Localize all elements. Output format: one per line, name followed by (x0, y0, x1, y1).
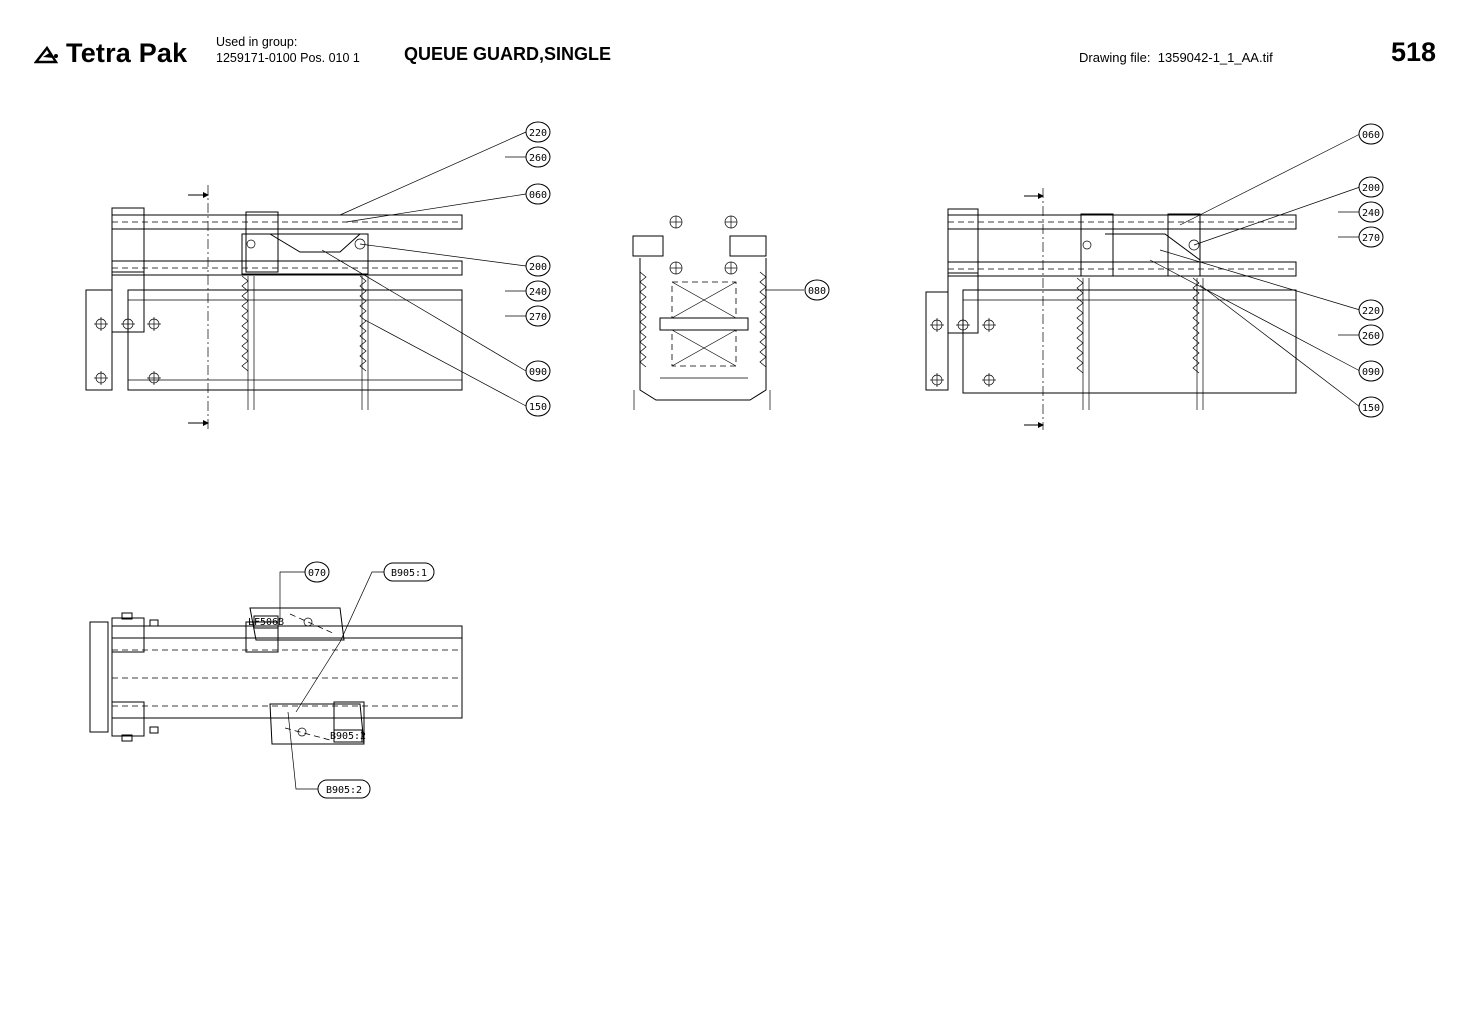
svg-text:270: 270 (529, 312, 547, 323)
end-view: 080 (632, 215, 830, 410)
balloon-150: 150 (525, 395, 551, 417)
svg-text:260: 260 (529, 153, 547, 164)
svg-text:080: 080 (808, 286, 826, 297)
page-title: QUEUE GUARD,SINGLE (404, 44, 612, 64)
drawing-file-value: 1359042-1_1_AA.tif (1157, 50, 1273, 65)
svg-text:200: 200 (1362, 183, 1380, 194)
inline-label-lf506b: LF506B (248, 617, 284, 628)
top-view: LF506B B905:2 070 B905:1 B905:2 (89, 561, 463, 799)
balloon-090: 090 (525, 360, 551, 382)
svg-text:090: 090 (1362, 367, 1380, 378)
brand-name: Tetra Pak (66, 38, 188, 68)
tetra-pak-logo-icon (34, 45, 59, 63)
used-in-group-value: 1259171-0100 Pos. 010 1 (216, 51, 360, 65)
svg-text:060: 060 (529, 190, 547, 201)
balloon-220: 220 (1358, 299, 1384, 321)
balloon-060: 060 (525, 183, 551, 205)
svg-text:220: 220 (529, 128, 547, 139)
svg-text:B905:1: B905:1 (391, 568, 427, 579)
svg-text:070: 070 (308, 568, 326, 579)
svg-text:240: 240 (529, 287, 547, 298)
brand-logo: Tetra Pak (34, 38, 187, 69)
used-in-group-label: Used in group: (216, 35, 298, 49)
svg-text:B905:2: B905:2 (326, 785, 362, 796)
balloon-200: 200 (525, 255, 551, 277)
balloon-070: 070 (304, 561, 330, 583)
svg-text:260: 260 (1362, 331, 1380, 342)
front-view-left: 220 260 060 200 240 270 090 150 (85, 121, 551, 430)
inline-label-b905-2: B905:2 (330, 731, 366, 742)
balloon-260: 260 (1358, 324, 1384, 346)
balloon-220: 220 (525, 121, 551, 143)
used-in-group: Used in group: 1259171-0100 Pos. 010 1 (216, 34, 360, 66)
drawing-file: Drawing file: 1359042-1_1_AA.tif (1079, 50, 1273, 65)
balloon-240: 240 (525, 280, 551, 302)
svg-text:060: 060 (1362, 130, 1380, 141)
balloon-260: 260 (525, 146, 551, 168)
page-number: 518 (1390, 37, 1436, 67)
balloon-060: 060 (1358, 123, 1384, 145)
svg-text:200: 200 (529, 262, 547, 273)
balloon-270: 270 (1358, 226, 1384, 248)
balloon-270: 270 (525, 305, 551, 327)
page-header: Tetra Pak Used in group: 1259171-0100 Po… (0, 0, 1462, 90)
balloon-080: 080 (804, 279, 830, 301)
svg-text:240: 240 (1362, 208, 1380, 219)
balloon-200: 200 (1358, 176, 1384, 198)
balloon-150: 150 (1358, 396, 1384, 418)
front-view-right: 060 200 240 270 220 260 090 150 (925, 123, 1384, 430)
svg-text:150: 150 (1362, 403, 1380, 414)
svg-text:270: 270 (1362, 233, 1380, 244)
drawing-file-label: Drawing file: (1079, 50, 1151, 65)
svg-text:090: 090 (529, 367, 547, 378)
balloon-b905-1: B905:1 (383, 562, 435, 582)
svg-text:220: 220 (1362, 306, 1380, 317)
balloon-b905-2: B905:2 (317, 779, 371, 799)
balloon-090: 090 (1358, 360, 1384, 382)
balloon-240: 240 (1358, 201, 1384, 223)
svg-text:150: 150 (529, 402, 547, 413)
